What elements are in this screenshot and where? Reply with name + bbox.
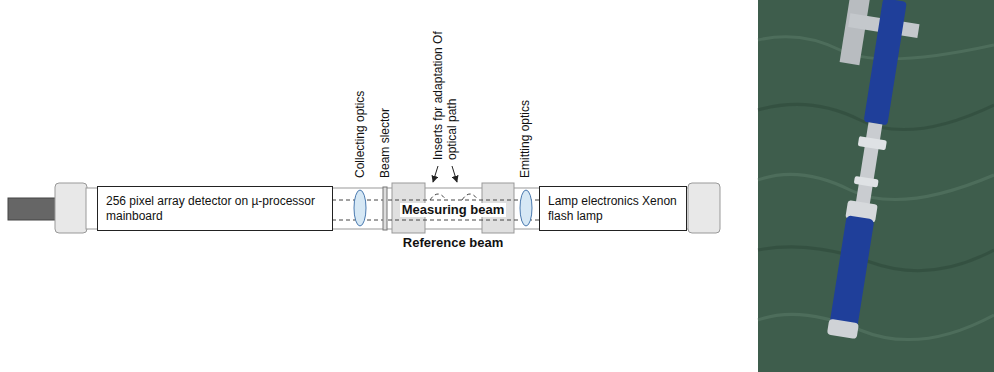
end-cap xyxy=(55,183,87,233)
beam-label: Reference beam xyxy=(403,236,503,250)
leader-arrow xyxy=(433,166,438,182)
end-cap xyxy=(688,183,720,233)
beam-selector xyxy=(383,187,387,230)
box-text: 256 pixel array detector on µ-processor … xyxy=(106,194,324,224)
component-box: 256 pixel array detector on µ-processor … xyxy=(97,186,333,231)
lens xyxy=(520,190,532,226)
beam-label: Measuring beam xyxy=(400,203,507,217)
box-text: Lamp electronics Xenon flash lamp xyxy=(548,194,678,224)
connector-plug xyxy=(8,198,56,220)
lens xyxy=(354,190,366,226)
part-label: Beam slector xyxy=(378,108,392,178)
part-label: Inserts fpr adaptation Of optical path xyxy=(431,30,459,160)
probe-photo xyxy=(758,0,994,372)
component-box: Lamp electronics Xenon flash lamp xyxy=(539,186,687,231)
part-label: Collecting optics xyxy=(353,91,367,178)
leader-arrow xyxy=(452,166,457,182)
part-label: Emitting optics xyxy=(518,100,532,178)
